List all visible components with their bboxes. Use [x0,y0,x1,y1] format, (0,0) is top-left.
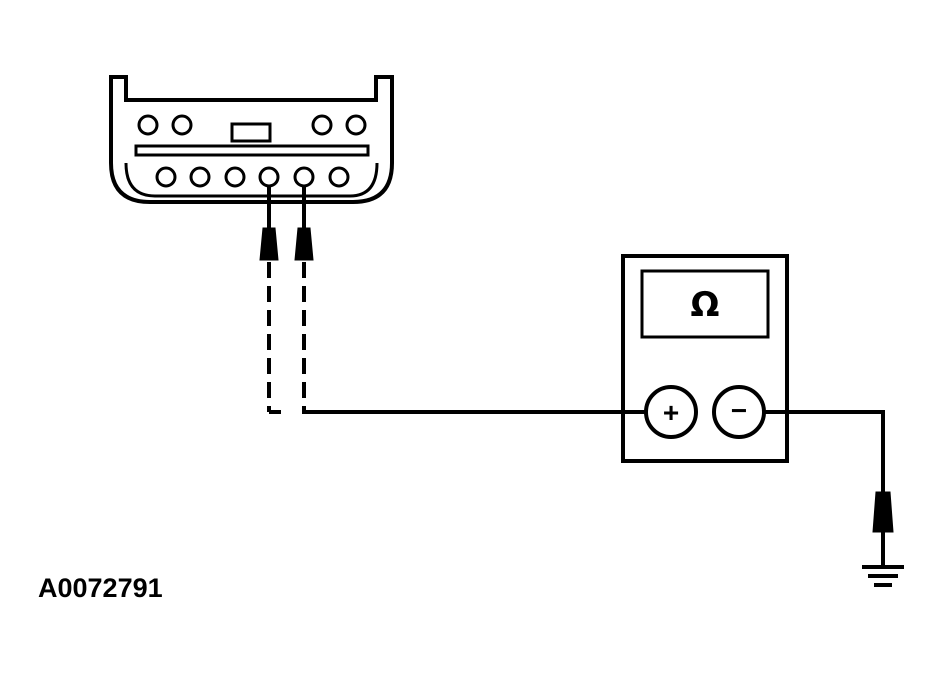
connector-pin [311,114,333,136]
connector-pin [171,114,193,136]
connector-pin [155,166,177,188]
connector-pin [224,166,246,188]
probe-right-tip [294,227,314,261]
connector-housing [109,75,394,204]
connector-latch [230,122,272,143]
negative-terminal-label: − [731,395,747,426]
ohm-symbol: Ω [691,285,720,325]
ground-lead [764,410,894,565]
connector-pin [345,114,367,136]
connector-pin [137,114,159,136]
positive-terminal-label: + [663,397,679,428]
ground-icon [862,565,904,587]
multimeter: Ω + − [621,254,789,463]
connector-pin [189,166,211,188]
probe-left-tip [259,227,279,261]
multimeter-body [621,254,789,463]
probe-left [259,186,285,414]
connector-pin [328,166,350,188]
connector-pin [258,166,280,188]
connector [109,75,394,204]
connector-pin [293,166,315,188]
multimeter-display [640,269,770,339]
positive-terminal [644,385,698,439]
ground-probe-tip [872,491,894,533]
probe-right [294,186,314,412]
connector-divider [134,144,370,157]
connector-inner-curve [124,162,379,198]
figure-id-label: A0072791 [38,573,163,603]
